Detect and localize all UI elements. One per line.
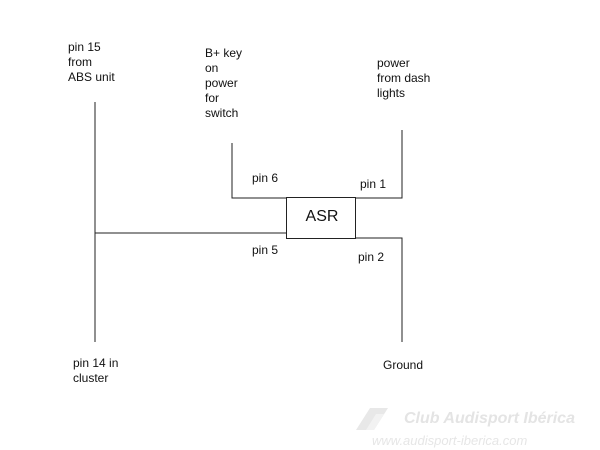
- club-logo-icon: [356, 408, 388, 430]
- pin2-wire: [356, 237, 403, 342]
- pin15-source-label: pin 15 from ABS unit: [68, 40, 115, 84]
- asr-label: ASR: [305, 208, 339, 225]
- pin5-label: pin 5: [252, 243, 279, 257]
- asr-module: ASR: [286, 197, 356, 239]
- pin2-label: pin 2: [358, 250, 385, 264]
- pin14-dest-label: pin 14 in cluster: [73, 356, 119, 385]
- pin6-label: pin 6: [252, 171, 279, 185]
- pin1-label: pin 1: [360, 177, 387, 191]
- pin1-wire: [356, 130, 403, 199]
- ground-label: Ground: [383, 358, 424, 372]
- watermark-url: www.audisport-iberica.com: [372, 433, 528, 448]
- dash-source-label: power from dash lights: [377, 56, 431, 100]
- pin6-wire: [231, 143, 286, 199]
- watermark-title: Club Audisport Ibérica: [404, 410, 575, 427]
- bkey-source-label: B+ key on power for switch: [205, 46, 243, 120]
